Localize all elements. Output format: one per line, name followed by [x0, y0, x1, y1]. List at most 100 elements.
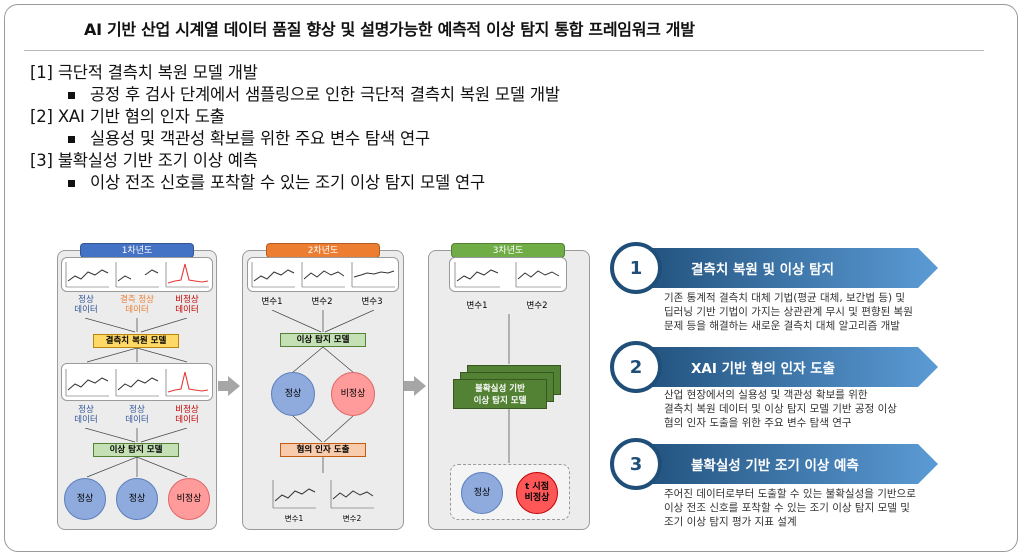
year1-chart-abnormal-2	[165, 369, 209, 397]
year1-arrows-a	[84, 318, 188, 333]
year1-label: 1차년도	[80, 243, 194, 258]
goal-desc-1-l1: 기존 통계적 결측치 대체 기법(평균 대체, 보간법 등) 및	[664, 292, 906, 304]
year3-result-t-abnormal: t 시점 비정상	[516, 472, 558, 514]
flow-arrow-1	[218, 376, 240, 396]
year1-arrows-c	[84, 428, 188, 443]
goal-desc-1-l2: 딥러닝 기반 기법이 가지는 상관관계 무시 및 편향된 복원	[664, 306, 913, 318]
year2-box-factor: 혐의 인자 도출	[280, 443, 366, 457]
outline-bullet-2-text: 실용성 및 객관성 확보를 위한 주요 변수 탐색 연구	[90, 129, 430, 148]
year3-var1-label: 변수1	[466, 301, 488, 311]
year2-arrow-d	[322, 457, 324, 473]
year1-arrows-d	[86, 457, 188, 478]
goal-desc-1-l3: 문제 등을 해결하는 새로운 결측치 대체 알고리즘 개발	[664, 320, 900, 332]
goal-desc-3-l1: 주어진 데이터로부터 도출할 수 있는 불확실성을 기반으로	[664, 488, 916, 500]
year2-arrows-c	[292, 416, 354, 443]
year1-box-detection: 이상 탐지 모델	[93, 443, 179, 457]
year3-chart-var1	[454, 262, 500, 288]
outline-list: [1] 극단적 결측치 복원 모델 개발 공정 후 검사 단계에서 샘플링으로 …	[30, 62, 560, 194]
year2-chart-var2	[301, 262, 345, 288]
year2-var2-label: 변수2	[311, 297, 333, 307]
year1-caption-normal-l2: 데이터	[74, 305, 98, 315]
year3-box-line1: 불확실성 기반	[475, 384, 525, 394]
goal-band-2	[626, 347, 938, 387]
outline-bullet-3: 이상 전조 신호를 포착할 수 있는 조기 이상 탐지 모델 연구	[30, 172, 560, 194]
year1-caption2-abnormal-l1: 비정상	[175, 405, 199, 415]
outline-bullet-1-text: 공정 후 검사 단계에서 샘플링으로 인한 극단적 결측치 복원 모델 개발	[90, 85, 560, 104]
year1-caption-missing-l1: 결측 정상	[120, 295, 154, 305]
outline-bullet-2: 실용성 및 객관성 확보를 위한 주요 변수 탐색 연구	[30, 128, 560, 150]
year3-label: 3차년도	[451, 243, 565, 258]
goal-band-1	[626, 248, 938, 288]
year1-caption-abnormal-l2: 데이터	[175, 305, 199, 315]
year1-caption-abnormal-l1: 비정상	[175, 295, 199, 305]
goal-desc-3: 주어진 데이터로부터 도출할 수 있는 불확실성을 기반으로 이상 전조 신호를…	[664, 487, 916, 529]
year1-chart-normal	[65, 262, 109, 288]
year1-chart-abnormal	[165, 262, 209, 288]
goal-band-3	[626, 444, 938, 484]
title-divider	[24, 50, 984, 51]
year2-result-normal: 정상	[271, 372, 315, 416]
year3-result-normal: 정상	[461, 472, 503, 514]
year1-caption-missing-l2: 데이터	[125, 305, 149, 315]
year1-box-imputation: 결측치 복원 모델	[93, 334, 179, 348]
year3-var2-label: 변수2	[526, 301, 548, 311]
year2-var1-label: 변수1	[261, 297, 283, 307]
outline-bullet-1: 공정 후 검사 단계에서 샘플링으로 인한 극단적 결측치 복원 모델 개발	[30, 84, 560, 106]
outline-bullet-3-text: 이상 전조 신호를 포착할 수 있는 조기 이상 탐지 모델 연구	[90, 173, 485, 192]
year3-arrow-a	[508, 314, 510, 364]
year3-arrow-b	[508, 409, 510, 463]
outline-heading-1: [1] 극단적 결측치 복원 모델 개발	[30, 63, 258, 82]
year3-chart-var2	[515, 262, 561, 288]
year1-chart-restored	[115, 369, 159, 397]
year1-caption2-restored-l2: 데이터	[125, 415, 149, 425]
year2-bottom-var1-label: 변수1	[284, 514, 304, 523]
year3-box-line2: 이상 탐지 모델	[473, 396, 527, 406]
year2-box-detection: 이상 탐지 모델	[280, 333, 366, 347]
goal-number-3: 3	[610, 438, 662, 490]
year1-chart-normal-2	[65, 369, 109, 397]
year2-chart-var3	[351, 262, 395, 288]
year1-caption-normal-l1: 정상	[78, 295, 94, 305]
year2-result-abnormal: 비정상	[331, 372, 375, 416]
year2-var3-label: 변수3	[361, 297, 383, 307]
year1-caption2-normal-l2: 데이터	[74, 415, 98, 425]
year1-chart-missing	[115, 262, 159, 288]
goal-desc-2-l1: 산업 현장에서의 실용성 및 객관성 확보를 위한	[664, 389, 868, 401]
year1-result-abnormal: 비정상	[168, 478, 210, 520]
year2-panel	[242, 250, 404, 530]
outline-heading-2: [2] XAI 기반 혐의 인자 도출	[30, 107, 225, 126]
year2-chart-var1	[251, 262, 295, 288]
goal-desc-1: 기존 통계적 결측치 대체 기법(평균 대체, 보간법 등) 및 딥러닝 기반 …	[664, 291, 913, 333]
goal-title-3: 불확실성 기반 조기 이상 예측	[691, 458, 859, 474]
goal-desc-3-l2: 이상 전조 신호를 포착할 수 있는 조기 이상 탐지 모델 및	[664, 502, 910, 514]
year2-chart-bottom-var1	[272, 480, 316, 509]
goal-desc-2-l2: 결측치 복원 데이터 및 이상 탐지 모델 기반 공정 이상	[664, 403, 897, 415]
year1-caption2-restored-l1: 정상	[129, 405, 145, 415]
year1-caption2-normal-l1: 정상	[78, 405, 94, 415]
year1-arrows-b	[86, 348, 188, 363]
slide-title: AI 기반 산업 시계열 데이터 품질 향상 및 설명가능한 예측적 이상 탐지…	[84, 20, 695, 39]
flow-arrow-2	[404, 376, 426, 396]
year1-caption2-abnormal-l2: 데이터	[175, 415, 199, 425]
goal-number-1: 1	[610, 242, 662, 294]
outline-heading-3: [3] 불확실성 기반 조기 이상 예측	[30, 151, 258, 170]
year3-result-t-line2: 비정상	[524, 493, 550, 503]
goal-title-1: 결측치 복원 및 이상 탐지	[691, 262, 834, 278]
goal-number-2: 2	[610, 341, 662, 393]
goal-desc-3-l3: 조기 이상 탐지 평가 지표 설계	[664, 516, 797, 528]
year2-chart-bottom-var2	[330, 480, 374, 509]
goal-desc-2: 산업 현장에서의 실용성 및 객관성 확보를 위한 결측치 복원 데이터 및 이…	[664, 388, 897, 430]
year2-arrows-b	[291, 347, 355, 374]
year2-arrows-a	[271, 310, 375, 333]
year2-charts-top	[247, 257, 399, 292]
year2-label: 2차년도	[266, 243, 380, 258]
year1-result-normal-1: 정상	[64, 478, 106, 520]
year1-result-normal-2: 정상	[116, 478, 158, 520]
year3-result-t-line1: t 시점	[525, 482, 549, 492]
